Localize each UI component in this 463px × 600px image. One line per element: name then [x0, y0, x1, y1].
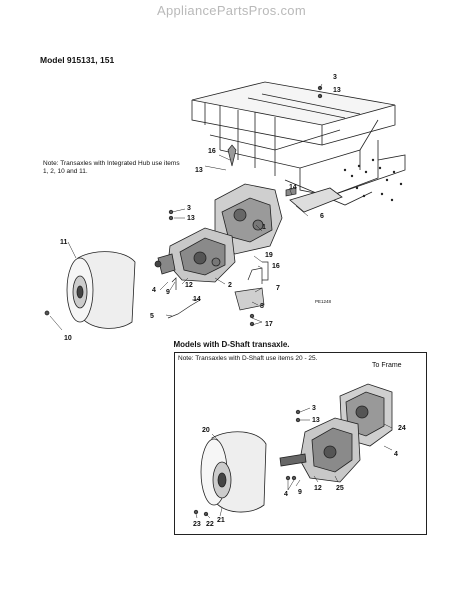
callout-numbers-inset: 3 13 20 24 4 4 9 12 25 23 22 21 — [193, 405, 406, 528]
callout-22: 22 — [206, 521, 214, 528]
callout-10: 10 — [64, 335, 72, 342]
transaxle-assembly — [154, 183, 283, 283]
callout-3: 3 — [187, 205, 191, 212]
bracket-part-6 — [289, 187, 343, 213]
frame-bolt-holes — [343, 158, 403, 202]
leader-lines-inset — [195, 407, 393, 519]
callout-16: 16 — [272, 263, 280, 270]
integrated-hub-note: Note: Transaxles with Integrated Hub use… — [43, 160, 180, 175]
callout-14: 14 — [193, 296, 201, 303]
dshaft-section-title: Models with D-Shaft transaxle. — [173, 340, 290, 349]
callout-13: 13 — [312, 417, 320, 424]
callout-14: 14 — [289, 184, 297, 191]
callout-7: 7 — [276, 285, 280, 292]
callout-3: 3 — [312, 405, 316, 412]
callout-19: 19 — [265, 252, 273, 259]
dshaft-transaxle — [279, 383, 393, 483]
callout-9: 9 — [166, 289, 170, 296]
callout-11: 11 — [60, 239, 68, 246]
callout-3: 3 — [333, 74, 337, 81]
callout-8: 8 — [260, 303, 264, 310]
inset-hardware — [193, 409, 301, 517]
callout-numbers-main: 3 13 16 13 14 6 3 13 1 11 4 9 12 2 19 16… — [60, 74, 341, 342]
dshaft-inset-frame — [174, 352, 427, 535]
to-frame-label: To Frame — [372, 362, 402, 369]
callout-4: 4 — [284, 491, 288, 498]
site-watermark: AppliancePartsPros.com — [157, 3, 306, 18]
callout-1: 1 — [262, 224, 266, 231]
callout-4: 4 — [394, 451, 398, 458]
callout-13: 13 — [195, 167, 203, 174]
callout-20: 20 — [202, 427, 210, 434]
callout-9: 9 — [298, 489, 302, 496]
wheel-tire-11 — [66, 251, 136, 329]
callout-13: 13 — [333, 87, 341, 94]
leader-lines-main — [49, 83, 323, 331]
model-title: Model 915131, 151 — [40, 55, 115, 65]
callout-12: 12 — [185, 282, 193, 289]
callout-6: 6 — [320, 213, 324, 220]
callout-16: 16 — [208, 148, 216, 155]
callout-5: 5 — [150, 313, 154, 320]
callout-4: 4 — [152, 287, 156, 294]
callout-17: 17 — [265, 321, 273, 328]
callout-24: 24 — [398, 425, 406, 432]
callout-23: 23 — [193, 521, 201, 528]
callout-25: 25 — [336, 485, 344, 492]
callout-12: 12 — [314, 485, 322, 492]
callout-2: 2 — [228, 282, 232, 289]
mower-frame — [191, 81, 406, 206]
dshaft-note: Note: Transaxles with D-Shaft use items … — [178, 355, 318, 362]
figure-code: PE1248 — [315, 299, 332, 304]
callout-21: 21 — [217, 517, 225, 524]
wheel-tire-20 — [200, 431, 267, 513]
callout-13: 13 — [187, 215, 195, 222]
